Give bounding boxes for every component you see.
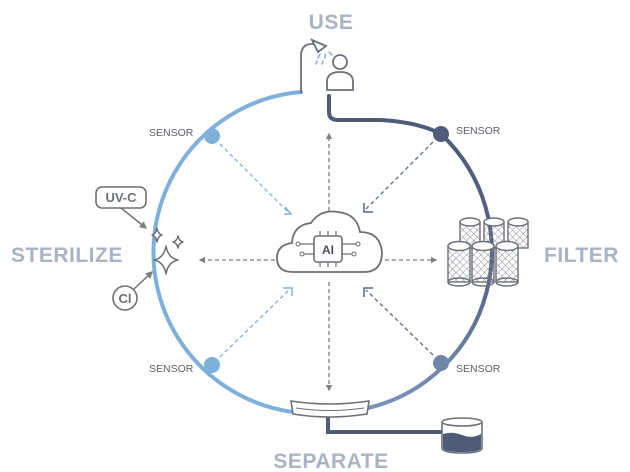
ai-cloud-icon	[276, 210, 383, 273]
bracket-top-right	[363, 203, 373, 213]
sparkle-icon	[151, 227, 184, 275]
ring-arc-sterilize-side	[151, 90, 303, 414]
sensor-label-bottom-right: SENSOR	[456, 363, 501, 375]
person-icon	[326, 54, 354, 91]
ring-arc-filter-side	[366, 132, 494, 410]
stage-label-use: USE	[309, 11, 354, 34]
shower-icon	[300, 38, 333, 94]
sensor-node-top-left	[204, 128, 220, 144]
stage-label-separate: SEPARATE	[273, 450, 388, 472]
stage-label-sterilize: STERILIZE	[11, 244, 123, 267]
sensor-node-top-right	[433, 126, 449, 142]
connector-sensor-bottom-right	[365, 289, 434, 356]
uv-c-badge	[95, 186, 148, 229]
chlorine-label: Cl	[119, 291, 132, 306]
sensor-label-bottom-left: SENSOR	[149, 363, 194, 375]
sensor-node-bottom-left	[204, 357, 220, 373]
uv-c-label: UV-C	[105, 190, 137, 205]
ai-connectors	[198, 132, 438, 392]
filter-cartridges-icon	[447, 217, 529, 287]
chlorine-badge	[112, 270, 154, 311]
sensor-node-bottom-right	[433, 355, 449, 371]
sensor-label-top-right: SENSOR	[456, 125, 501, 137]
stage-label-filter: FILTER	[544, 244, 619, 267]
bracket-top-left	[284, 206, 293, 215]
bracket-bottom-left	[283, 287, 293, 296]
ai-label: AI	[322, 243, 334, 257]
pipe-to-tank	[326, 412, 446, 434]
connector-sensor-top-left	[219, 143, 290, 214]
drain-pipe-from-use	[327, 94, 443, 136]
connector-sensor-top-right	[365, 141, 434, 210]
connector-brackets	[283, 203, 373, 297]
separator-tray-icon	[290, 400, 370, 418]
sensor-label-top-left: SENSOR	[149, 127, 194, 139]
connector-sensor-bottom-left	[219, 289, 290, 358]
cycle-ring	[151, 90, 494, 434]
collection-tank-icon	[441, 417, 483, 454]
bracket-bottom-right	[363, 287, 373, 297]
